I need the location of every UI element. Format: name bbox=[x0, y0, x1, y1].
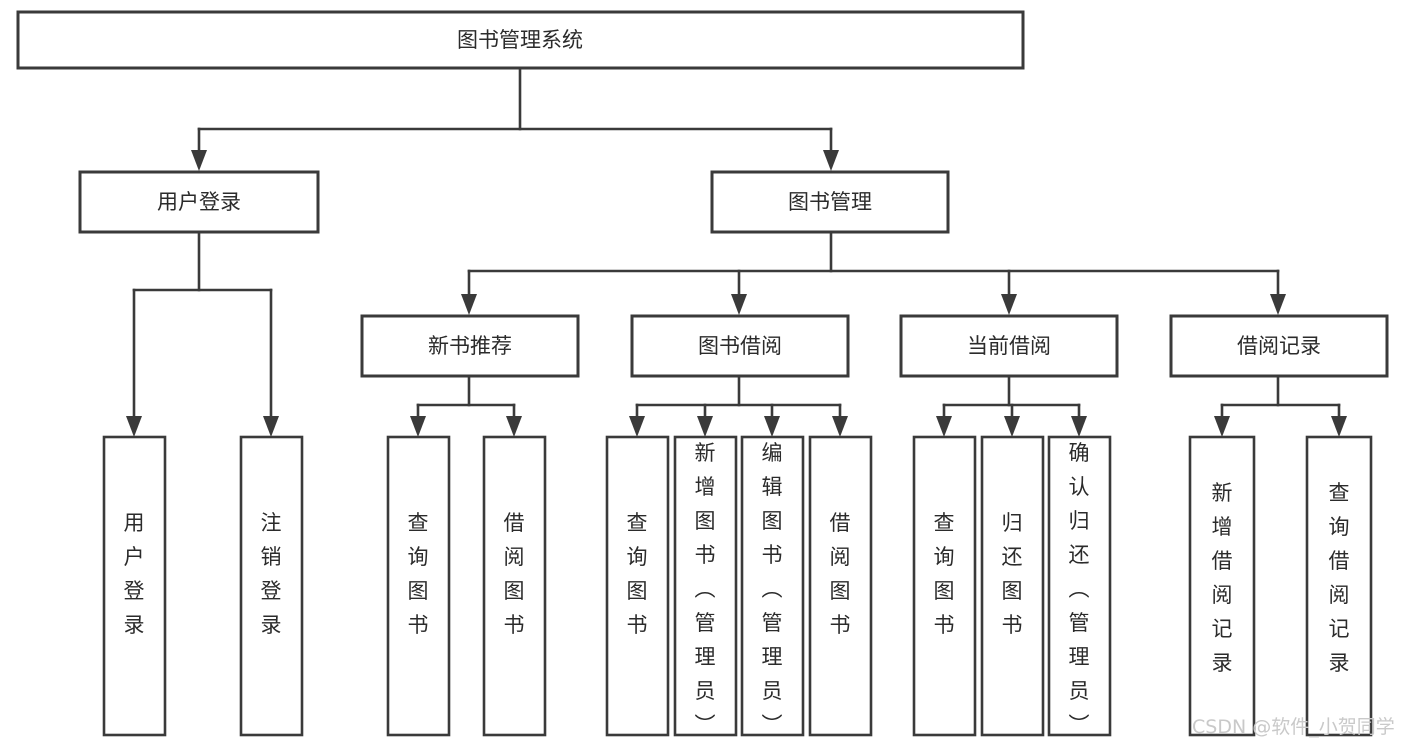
node-book-borrow-label: 图书借阅 bbox=[698, 334, 782, 358]
node-borrow-record-box[interactable] bbox=[1169, 314, 1389, 378]
arrow-borrow-l4-icon bbox=[832, 416, 848, 437]
leaf-node-current-confirm-box[interactable] bbox=[1047, 435, 1112, 737]
leaf-node-logout[interactable]: 注销登录 bbox=[239, 435, 304, 737]
connector-group-book-manage bbox=[461, 231, 1286, 315]
arrow-book-c2-icon bbox=[731, 294, 747, 315]
arrow-borrow-l1-icon bbox=[629, 416, 645, 437]
connector-group-record bbox=[1214, 374, 1347, 437]
csdn-watermark: CSDN @软件_小贺同学 bbox=[1192, 716, 1395, 738]
leaf-node-borrow-add-label: 新增图书︵管理员︶ bbox=[695, 441, 716, 737]
leaf-node-current-confirm[interactable]: 确认归还︵管理员︶ bbox=[1047, 435, 1112, 737]
node-book-manage[interactable]: 图书管理 bbox=[710, 170, 950, 234]
arrow-root-to-user-icon bbox=[191, 150, 207, 171]
leaf-node-logout-box[interactable] bbox=[239, 435, 304, 737]
arrow-current-l2-icon bbox=[1004, 416, 1020, 437]
leaf-node-borrow-edit[interactable]: 编辑图书︵管理员︶ bbox=[740, 435, 805, 737]
node-root-system[interactable]: 图书管理系统 bbox=[16, 10, 1025, 70]
arrow-user-leaf2-icon bbox=[263, 416, 279, 437]
leaf-node-borrow-query-box[interactable] bbox=[605, 435, 670, 737]
arrow-record-l2-icon bbox=[1331, 416, 1347, 437]
leaf-node-user-login-label: 用户登录 bbox=[124, 511, 145, 637]
arrow-root-to-book-icon bbox=[823, 150, 839, 171]
node-book-borrow-box[interactable] bbox=[630, 314, 850, 378]
leaf-node-newbook-borrow-label: 借阅图书 bbox=[504, 511, 525, 637]
connector-group-new-book bbox=[410, 374, 522, 437]
connector-group-root bbox=[191, 66, 839, 171]
leaf-node-borrow-query[interactable]: 查询图书 bbox=[605, 435, 670, 737]
leaf-node-current-return[interactable]: 归还图书 bbox=[980, 435, 1045, 737]
leaf-node-record-query-label: 查询借阅记录 bbox=[1329, 481, 1350, 675]
node-current-borrow-box[interactable] bbox=[899, 314, 1119, 378]
arrow-borrow-l2-icon bbox=[697, 416, 713, 437]
arrow-book-c3-icon bbox=[1001, 294, 1017, 315]
node-new-book-recommend-label: 新书推荐 bbox=[428, 334, 512, 358]
arrow-book-c1-icon bbox=[461, 294, 477, 315]
leaf-node-borrow-edit-box[interactable] bbox=[740, 435, 805, 737]
leaf-node-current-query-label: 查询图书 bbox=[934, 511, 955, 637]
leaf-node-borrow-query-label: 查询图书 bbox=[627, 511, 648, 637]
connector-group-borrow bbox=[629, 374, 848, 437]
arrow-current-l1-icon bbox=[936, 416, 952, 437]
node-current-borrow[interactable]: 当前借阅 bbox=[899, 314, 1119, 378]
leaf-node-record-add-label: 新增借阅记录 bbox=[1212, 481, 1233, 675]
leaf-node-borrow-add-box[interactable] bbox=[673, 435, 738, 737]
node-borrow-record[interactable]: 借阅记录 bbox=[1169, 314, 1389, 378]
node-user-login-label: 用户登录 bbox=[157, 190, 241, 214]
node-root-system-label: 图书管理系统 bbox=[457, 28, 583, 52]
leaf-node-logout-label: 注销登录 bbox=[261, 511, 282, 637]
node-new-book-recommend[interactable]: 新书推荐 bbox=[360, 314, 580, 378]
node-user-login-box[interactable] bbox=[78, 170, 320, 234]
leaf-node-newbook-query-box[interactable] bbox=[386, 435, 451, 737]
connector-group-current bbox=[936, 374, 1087, 437]
leaf-node-current-confirm-label: 确认归还︵管理员︶ bbox=[1069, 441, 1090, 737]
node-borrow-record-label: 借阅记录 bbox=[1237, 334, 1321, 358]
arrow-record-l1-icon bbox=[1214, 416, 1230, 437]
leaf-node-record-query[interactable]: 查询借阅记录 bbox=[1305, 435, 1373, 737]
leaf-node-current-query-box[interactable] bbox=[912, 435, 977, 737]
node-new-book-recommend-box[interactable] bbox=[360, 314, 580, 378]
arrow-current-l3-icon bbox=[1071, 416, 1087, 437]
arrow-newbook-l1-icon bbox=[410, 416, 426, 437]
node-root-system-box[interactable] bbox=[16, 10, 1025, 70]
leaf-node-user-login[interactable]: 用户登录 bbox=[102, 435, 167, 737]
node-book-borrow[interactable]: 图书借阅 bbox=[630, 314, 850, 378]
leaf-node-user-login-box[interactable] bbox=[102, 435, 167, 737]
leaf-node-borrow-book-box[interactable] bbox=[808, 435, 873, 737]
connector-group-user-login bbox=[126, 231, 279, 437]
node-current-borrow-label: 当前借阅 bbox=[967, 334, 1051, 358]
arrow-newbook-l2-icon bbox=[506, 416, 522, 437]
leaf-node-newbook-borrow-box[interactable] bbox=[482, 435, 547, 737]
leaf-node-record-add[interactable]: 新增借阅记录 bbox=[1188, 435, 1256, 737]
leaf-node-current-return-box[interactable] bbox=[980, 435, 1045, 737]
node-book-manage-box[interactable] bbox=[710, 170, 950, 234]
arrow-book-c4-icon bbox=[1270, 294, 1286, 315]
leaf-node-newbook-query[interactable]: 查询图书 bbox=[386, 435, 451, 737]
leaf-node-newbook-borrow[interactable]: 借阅图书 bbox=[482, 435, 547, 737]
arrow-user-leaf1-icon bbox=[126, 416, 142, 437]
leaf-node-current-return-label: 归还图书 bbox=[1002, 511, 1023, 637]
leaf-node-record-add-box[interactable] bbox=[1188, 435, 1256, 737]
leaf-node-newbook-query-label: 查询图书 bbox=[408, 511, 429, 637]
leaf-node-borrow-book[interactable]: 借阅图书 bbox=[808, 435, 873, 737]
leaf-node-borrow-add[interactable]: 新增图书︵管理员︶ bbox=[673, 435, 738, 737]
node-book-manage-label: 图书管理 bbox=[788, 190, 872, 214]
leaf-node-borrow-edit-label: 编辑图书︵管理员︶ bbox=[762, 441, 783, 737]
node-user-login[interactable]: 用户登录 bbox=[78, 170, 320, 234]
leaf-node-borrow-book-label: 借阅图书 bbox=[830, 511, 851, 637]
leaf-node-record-query-box[interactable] bbox=[1305, 435, 1373, 737]
arrow-borrow-l3-icon bbox=[764, 416, 780, 437]
leaf-node-current-query[interactable]: 查询图书 bbox=[912, 435, 977, 737]
